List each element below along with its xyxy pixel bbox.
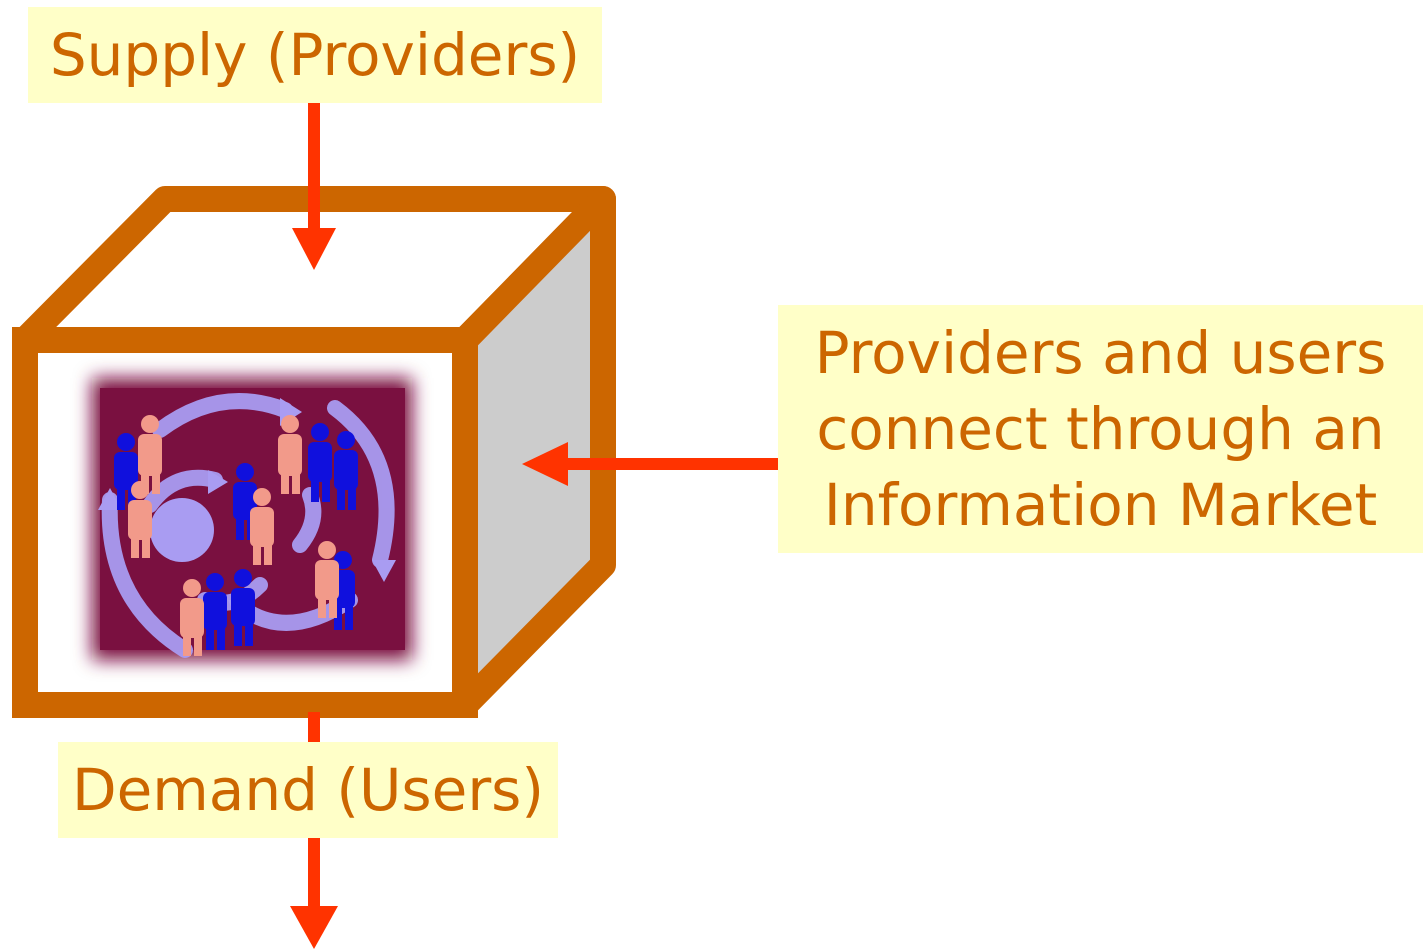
market-label-line-2: connect through an: [816, 395, 1385, 463]
demand-arrow: [290, 838, 338, 949]
demand-arrow-top: [308, 712, 320, 742]
market-label-line-3: Information Market: [823, 471, 1378, 539]
supply-label: Supply (Providers): [28, 7, 602, 103]
arrows: [290, 103, 778, 949]
market-arrow: [522, 442, 778, 486]
supply-arrow: [292, 103, 336, 270]
demand-label: Demand (Users): [58, 742, 558, 838]
people-network-clipart: [92, 378, 412, 660]
information-market-label: Providers and users connect through an I…: [778, 305, 1423, 553]
market-label-line-1: Providers and users: [814, 319, 1387, 387]
people-figures: [114, 415, 358, 656]
